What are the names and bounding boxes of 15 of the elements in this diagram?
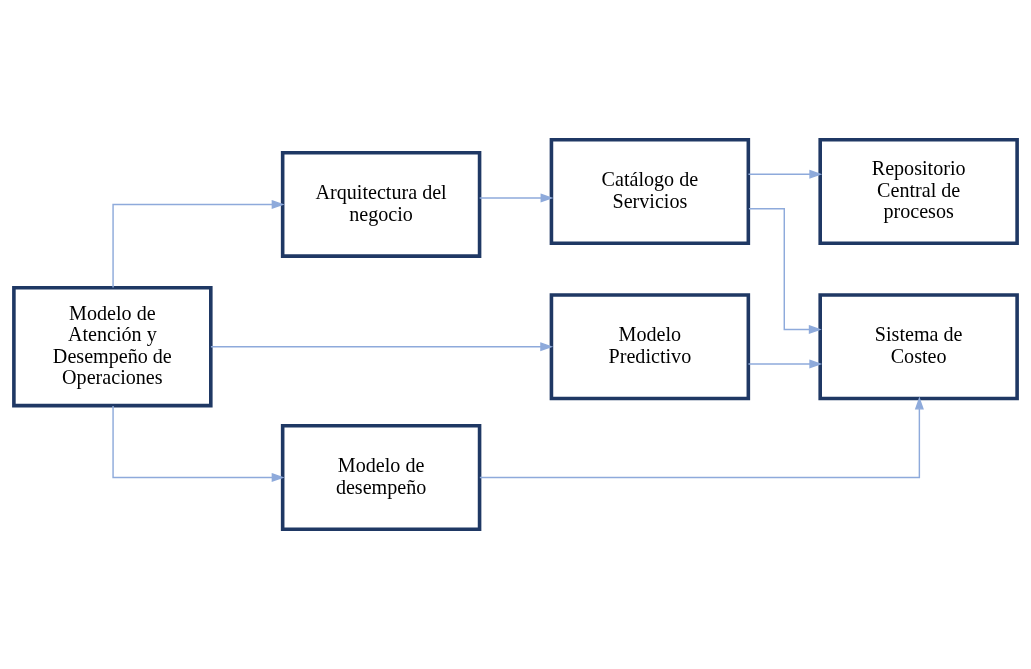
arrow <box>112 199 285 289</box>
arrow <box>478 193 554 203</box>
arrow <box>748 208 822 334</box>
node-box: Modelo Predictivo <box>549 293 751 401</box>
arrow <box>747 169 823 179</box>
node-box: Repositorio Central de procesos <box>818 137 1019 246</box>
node-box: Catálogo de Servicios <box>549 137 751 246</box>
arrow <box>210 342 554 352</box>
node-box: Arquitectura del negocio <box>280 150 482 258</box>
node-box: Sistema de Costeo <box>818 293 1019 401</box>
arrow <box>479 396 924 479</box>
arrow <box>112 405 285 483</box>
node-box: Modelo de Atención y Desempeño de Operaciones <box>12 286 213 408</box>
node-box: Modelo de desempeño <box>280 423 482 532</box>
arrow <box>747 359 823 369</box>
